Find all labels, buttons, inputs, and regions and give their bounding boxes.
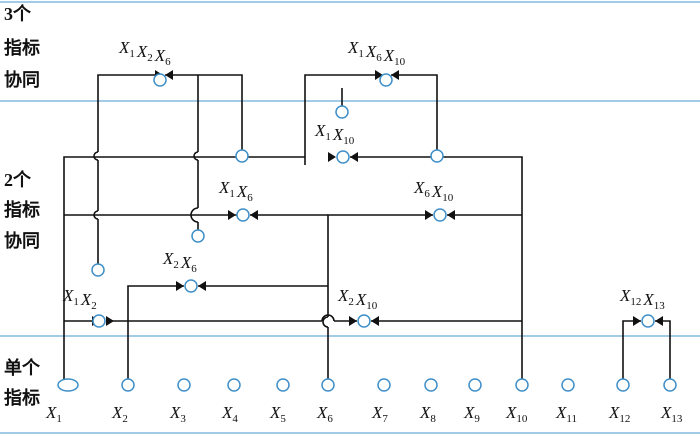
node-x11 (561, 378, 575, 392)
node-x1x6x10 (379, 73, 393, 87)
band-label-two-line3: 协同 (4, 230, 40, 251)
band-label-three-line1: 3个 (4, 3, 32, 24)
axis-label-x1: X1 (45, 403, 62, 425)
node-x7 (377, 378, 391, 392)
arrow-x1x2-right (106, 316, 114, 326)
node-x10 (515, 378, 529, 392)
axis-label-x7: X7 (371, 403, 388, 425)
arrow-x1x10-left (328, 152, 336, 162)
band-label-two-line1: 2个 (4, 169, 32, 190)
band-label-three: 3个 指标 协同 (4, 3, 40, 90)
axis-label-x9: X9 (463, 403, 480, 425)
node-x1x10 (336, 150, 350, 164)
node-x8 (424, 378, 438, 392)
band-label-single-line1: 单个 (4, 357, 41, 378)
hop-x6-321 (322, 316, 329, 328)
band-label-three-line3: 协同 (4, 69, 40, 90)
node-x12 (616, 378, 630, 392)
node-x13 (663, 378, 677, 392)
arrow-x1x6-left (228, 210, 236, 220)
axis-label-x5: X5 (269, 403, 286, 425)
axis-label-x6: X6 (316, 403, 333, 425)
node-x1x2-upper (91, 263, 105, 277)
band-label-single: 单个 指标 (4, 357, 41, 408)
node-x2 (121, 378, 135, 392)
arrow-x12x13-left (633, 316, 641, 326)
node-x2x6-upper (191, 229, 205, 243)
node-x2x10 (357, 314, 371, 328)
node-x1x2x6 (153, 73, 167, 87)
hop-x2x10 (321, 314, 335, 322)
x1x2-node-up (97, 74, 155, 264)
arrow-x2x6-left (176, 281, 184, 291)
axis-label-x13: X13 (660, 403, 683, 425)
arrow-x1x6x10-left (375, 70, 383, 80)
axis-label-x3: X3 (169, 403, 186, 425)
node-x1x2 (92, 314, 106, 328)
arrow-x1x10-right (350, 152, 358, 162)
x13-to-x12x13 (655, 320, 671, 380)
connectors (63, 74, 671, 380)
node-x1x6 (236, 208, 250, 222)
arrow-x1x6-right (250, 210, 258, 220)
arrow-x2x10-left (349, 316, 357, 326)
band-label-two-line2: 指标 (4, 199, 40, 220)
axis-label-x10: X10 (505, 403, 528, 425)
band-label-three-line2: 指标 (4, 37, 40, 58)
node-x1x6-upper (235, 149, 249, 163)
axis-label-x12: X12 (608, 403, 630, 425)
x6x10-up (391, 74, 438, 150)
nodes (57, 73, 677, 392)
x2-to-x2x6 (127, 285, 184, 380)
band-label-single-line2: 指标 (4, 387, 40, 408)
hop-x1x2-157 (93, 151, 99, 161)
arrow-x12x13-right (655, 316, 663, 326)
node-x6 (321, 378, 335, 392)
arrow-x6x10-right (447, 210, 455, 220)
arrow-x6x10-left (425, 210, 433, 220)
node-x1 (57, 378, 79, 392)
arrow-x2x10-right (371, 316, 379, 326)
node-x5 (276, 378, 290, 392)
hop-x1x2-215 (93, 210, 99, 220)
node-x9 (468, 378, 482, 392)
x10-trunk (350, 156, 523, 380)
node-x2x6 (184, 279, 198, 293)
axis-label-x8: X8 (419, 403, 436, 425)
x1x6-up (165, 74, 243, 150)
x12-to-x12x13 (622, 320, 641, 380)
node-x6x10 (433, 208, 447, 222)
axis-label-x11: X11 (555, 403, 577, 425)
node-x12x13 (641, 314, 655, 328)
node-x6x10-upper (430, 149, 444, 163)
hop-x2x6-215 (190, 207, 199, 223)
arrowheads (92, 70, 663, 326)
arrow-x2x6-right (198, 281, 206, 291)
band-label-two: 2个 指标 协同 (4, 169, 40, 251)
x1x6-to-x1x6x10 (304, 74, 375, 165)
node-x3 (177, 378, 191, 392)
hop-x2x6-157 (193, 151, 199, 161)
arrow-x1x2x6-right (165, 70, 173, 80)
axis-labels: X1 X2 X3 X4 X5 X6 X7 X8 X9 X10 X11 X12 X13 (45, 403, 683, 425)
axis-label-x2: X2 (111, 403, 128, 425)
x1-trunk (63, 156, 305, 380)
node-x4 (227, 378, 241, 392)
axis-label-x4: X4 (221, 403, 238, 425)
node-x1x10-upper (335, 105, 349, 119)
arrow-x1x6x10-right (391, 70, 399, 80)
